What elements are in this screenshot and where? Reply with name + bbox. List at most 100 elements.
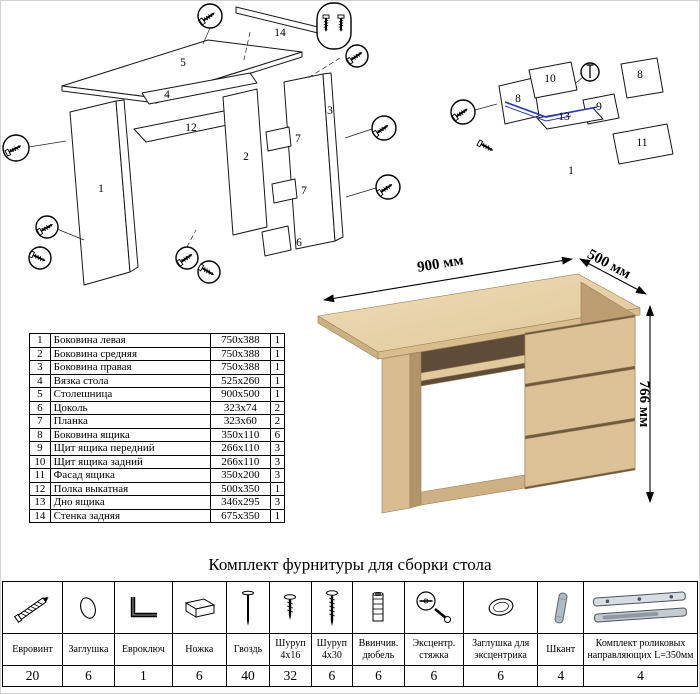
- part-label-right-side: 3: [327, 105, 333, 117]
- part-label-back-panel: 14: [274, 27, 286, 39]
- foot-icon: [184, 597, 216, 618]
- hw-label: Гвоздь: [225, 633, 271, 666]
- part-name: Планка: [49, 414, 212, 429]
- part-label-tabletop: 5: [180, 57, 186, 69]
- part-name: Щит ящика задний: [49, 454, 212, 469]
- part-label-drawer-side: 8: [515, 93, 521, 105]
- hw-label: Комплект роликовых направляющих L=350мм: [582, 633, 699, 666]
- cam-lock-cell: [403, 581, 464, 634]
- part-qty: 6: [269, 427, 286, 442]
- hw-label: Евровинт: [1, 633, 64, 666]
- part-num: 2: [29, 346, 51, 361]
- nail-cell: [225, 581, 271, 634]
- drawer-slides-icon: [593, 591, 688, 622]
- part-name: Боковина правая: [49, 360, 212, 375]
- part-label-plank-upper: 7: [295, 133, 301, 145]
- part-size: 525x260: [210, 373, 271, 388]
- part-name: Боковина средняя: [49, 346, 212, 361]
- hardware-table: Евровинт Заглушка Евроключ Ножка Гвоздь …: [1, 581, 699, 687]
- leader-lines: [474, 76, 584, 111]
- part-size: 323x60: [210, 414, 271, 429]
- part-name: Цоколь: [49, 400, 212, 415]
- part-name: Столешница: [49, 387, 212, 402]
- hardware-icons-row: [1, 581, 699, 634]
- screw-4x16-icon: [284, 593, 297, 620]
- fastener-callout: [197, 3, 223, 29]
- hw-label: Шкант: [537, 633, 584, 666]
- part-name: Полка выкатная: [49, 481, 212, 496]
- hw-qty: 6: [62, 665, 115, 687]
- part-num: 5: [29, 387, 51, 402]
- part-size: 900x500: [210, 387, 271, 402]
- part-name: Стенка задняя: [49, 508, 212, 523]
- height-dimension-label: 766 мм: [636, 381, 652, 428]
- fastener-callout: [371, 115, 397, 141]
- hardware-labels-row: Евровинт Заглушка Евроключ Ножка Гвоздь …: [1, 633, 699, 666]
- part-qty: 2: [269, 400, 286, 415]
- hw-qty: 6: [403, 665, 464, 687]
- fastener-callout: [196, 260, 221, 284]
- hw-qty: 6: [462, 665, 539, 687]
- hw-label: Ввинчив. дюбель: [352, 633, 405, 666]
- bottom-insert-guide-line: [504, 105, 572, 122]
- part-num: 12: [29, 481, 51, 496]
- desk-3d-render: 900 мм 500 мм 766 мм: [317, 246, 654, 514]
- part-num: 14: [29, 508, 51, 523]
- desk-left-leg-inner-side: [409, 351, 422, 509]
- part-size: 346x295: [210, 495, 271, 510]
- middle-side-panel-part: [222, 88, 268, 236]
- part-qty: 1: [269, 333, 286, 348]
- desk-drawer-front-2: [524, 368, 636, 437]
- dowel-cell: [537, 581, 584, 634]
- desk-tabletop-left-edge: [317, 315, 379, 360]
- dowel-screw-icon: [372, 591, 384, 621]
- depth-dimension-arrow: [579, 258, 647, 295]
- fastener-callout: [28, 246, 52, 270]
- part-qty: 2: [269, 414, 286, 429]
- hw-label: Евроключ: [113, 633, 173, 666]
- fastener-callout: [345, 44, 369, 68]
- part-qty: 1: [269, 481, 286, 496]
- part-num: 8: [29, 427, 51, 442]
- cam-lock-icon: [416, 590, 451, 623]
- hexkey-cell: [113, 581, 173, 634]
- screw-4x30-icon: [325, 589, 338, 626]
- dowel-icon: [554, 592, 568, 623]
- drawer-facade-part: [612, 123, 674, 165]
- part-label-middle-side: 2: [243, 151, 249, 163]
- dimension-lines: [323, 256, 654, 503]
- euroscrew-cell: [1, 581, 64, 634]
- part-size: 750x388: [210, 346, 271, 361]
- part-name: Вязка стола: [49, 373, 212, 388]
- right-side-panel-part: [283, 72, 344, 250]
- part-num: 10: [29, 454, 51, 469]
- hw-label: Шуруп 4х16: [269, 633, 312, 666]
- cam-cap-cell: [462, 581, 539, 634]
- fastener-callout: [375, 174, 401, 200]
- cap-cell: [62, 581, 115, 634]
- dowel-screw-cell: [352, 581, 405, 634]
- part-num: 6: [29, 400, 51, 415]
- hw-qty: 4: [582, 665, 699, 687]
- part-num: 13: [29, 495, 51, 510]
- hardware-qty-row: 20 6 1 6 40 32 6 6 6 6 4 4: [1, 665, 699, 687]
- plank-parts: [265, 126, 298, 204]
- part-qty: 1: [269, 346, 286, 361]
- part-label-drawer-back: 10: [544, 73, 556, 85]
- part-label-drawer-shield: 9: [596, 101, 602, 113]
- drawer-side-right-part: [620, 57, 664, 99]
- desk-drawer-front-1: [524, 316, 636, 385]
- part-num: 9: [29, 441, 51, 456]
- cam-cap-icon: [488, 597, 514, 616]
- loose-screw: [475, 138, 496, 155]
- fastener-callout: [450, 99, 476, 125]
- euroscrew-icon: [13, 596, 49, 623]
